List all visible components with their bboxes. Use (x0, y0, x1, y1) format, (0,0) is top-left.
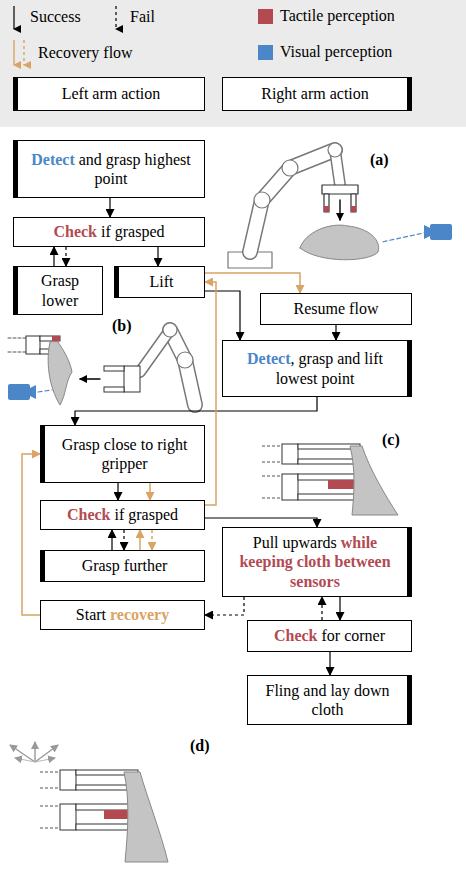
legend-text: Success (30, 7, 81, 26)
recovery-arrow (151, 530, 153, 550)
panel-label: (a) (370, 150, 389, 169)
right-arm-action-box: Fling and lay down cloth (247, 675, 412, 725)
left-arm-action-box: Grasp close to right gripper (40, 425, 205, 483)
panel-label: (d) (190, 736, 210, 755)
box-text: Check if grasped (53, 222, 164, 241)
box-text: Fling and lay down cloth (252, 681, 403, 719)
process-box: Start recovery (40, 600, 205, 630)
process-box: Check if grasped (40, 500, 205, 530)
recovery-arrow (149, 483, 151, 500)
success-arrow (329, 652, 330, 675)
success-arrow (75, 397, 317, 425)
legend-text: Recovery flow (38, 43, 133, 62)
recovery-arrow (22, 454, 40, 615)
legend-swatch (258, 45, 273, 60)
legend-text: Fail (130, 7, 155, 26)
left-arm-action-box: Grasp further (40, 550, 205, 582)
left-arm-action-box: Detect and grasp highest point (13, 140, 205, 198)
box-text: Detect and grasp highest point (22, 150, 200, 188)
box-text: Check if grasped (67, 505, 178, 524)
box-text: Lift (150, 272, 174, 291)
legend-panel (0, 0, 466, 127)
success-arrow (205, 518, 317, 527)
process-box: Check if grasped (13, 217, 205, 247)
box-text: Grasp further (82, 556, 168, 575)
robot-arm-a (228, 143, 452, 268)
fail-arrow (321, 597, 322, 620)
left-arm-action-box: Grasp lower (13, 266, 103, 315)
recovery-arrow (205, 282, 216, 505)
success-arrow (339, 597, 340, 620)
box-text: Resume flow (294, 299, 379, 318)
recovery-arrow (205, 273, 300, 293)
success-arrow (111, 530, 112, 550)
grippers-c (262, 444, 398, 515)
panel-label: (c) (382, 430, 400, 449)
success-arrow (109, 198, 110, 217)
success-arrow (117, 483, 118, 500)
success-arrow (53, 247, 54, 266)
panel-label: (b) (112, 316, 132, 335)
legend-text: Left arm action (62, 84, 161, 103)
grippers-b (8, 323, 195, 405)
process-box: Resume flow (260, 293, 412, 325)
box-text: Detect, grasp and lift lowest point (227, 349, 403, 387)
box-text: Start recovery (76, 605, 169, 624)
right-arm-action-box: Detect, grasp and lift lowest point (222, 340, 412, 397)
right-arm-action-box: Pull upwards while keeping cloth between… (222, 527, 412, 597)
process-box: Check for corner (247, 620, 412, 652)
legend-text: Visual perception (280, 42, 392, 61)
fail-arrow (205, 597, 244, 615)
fail-arrow (123, 530, 124, 550)
box-text: Check for corner (274, 626, 385, 645)
grippers-d (10, 742, 168, 862)
legend-arm-box: Right arm action (222, 77, 412, 111)
left-arm-action-box: Lift (114, 266, 205, 298)
box-text: Grasp lower (22, 271, 98, 309)
legend-arm-box: Left arm action (13, 77, 205, 111)
success-arrow (205, 291, 240, 340)
success-arrow (157, 247, 158, 266)
box-text: Pull upwards while keeping cloth between… (227, 533, 403, 591)
fail-arrow (65, 247, 66, 266)
box-text: Grasp close to right gripper (49, 435, 200, 473)
legend-text: Right arm action (261, 84, 369, 103)
success-arrow (335, 325, 336, 340)
legend-text: Tactile perception (280, 6, 395, 25)
legend-swatch (258, 9, 273, 24)
recovery-arrow (139, 530, 141, 550)
